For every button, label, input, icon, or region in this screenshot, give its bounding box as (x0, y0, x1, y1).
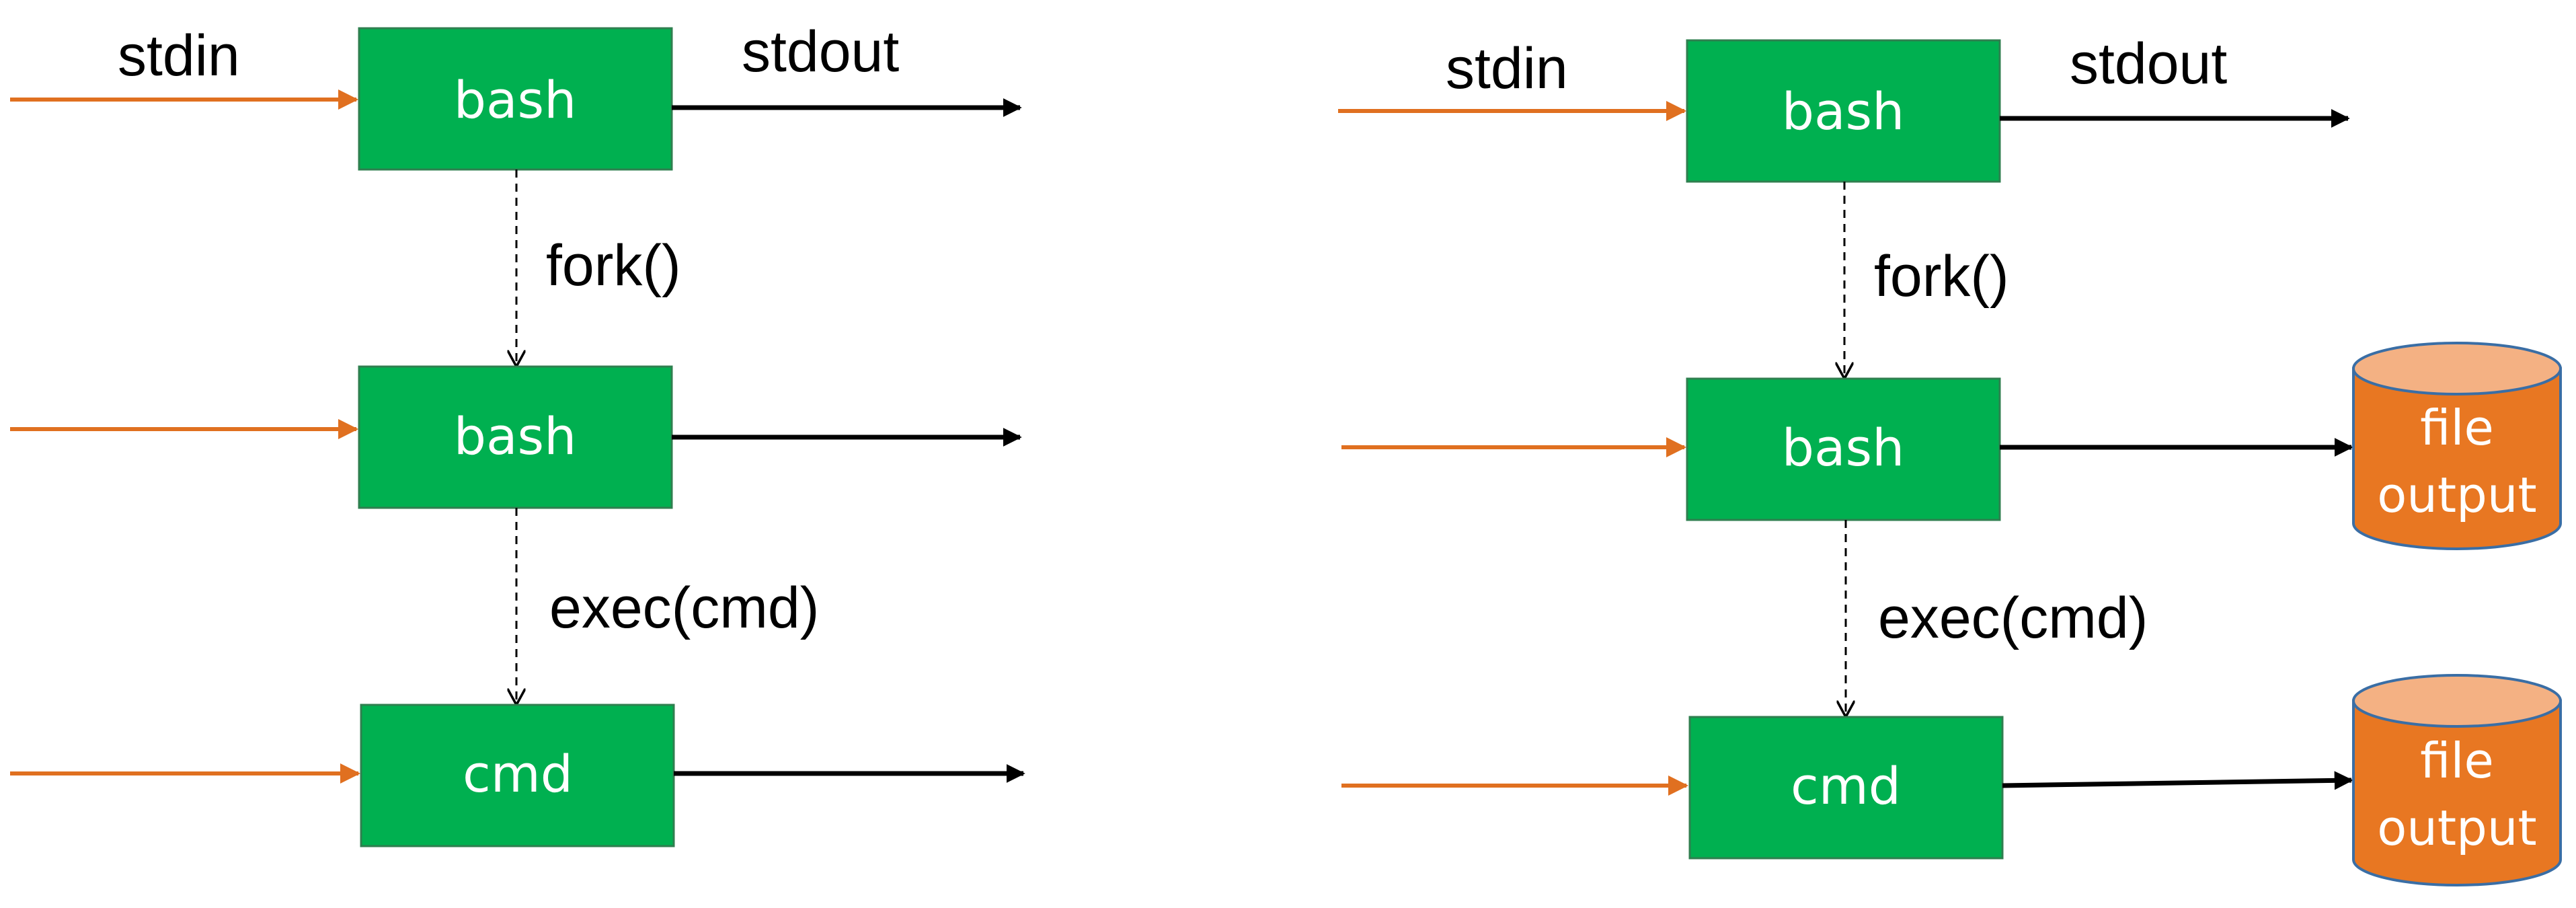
cmd-box-label: cmd (463, 744, 573, 804)
exec-label: exec(cmd) (549, 576, 819, 640)
file-output-arrow (2002, 771, 2353, 790)
bash-box (1686, 39, 2001, 183)
right-panel: stdin bash stdout fork() bash exec(cmd) … (1338, 32, 2562, 886)
bash-box-label: bash (454, 70, 577, 130)
file-output-cylinder: file output (2352, 674, 2562, 886)
file-output-label: file (2420, 400, 2494, 456)
bash-child-box-label: bash (1782, 418, 1905, 478)
bash-box-label: bash (1782, 81, 1905, 141)
stdout-label: stdout (2070, 32, 2227, 96)
cmd-box-label: cmd (1791, 756, 1901, 816)
cmd-box (1688, 716, 2004, 860)
file-output-label: output (2377, 467, 2536, 523)
bash-child-box-label: bash (454, 406, 577, 466)
exec-label: exec(cmd) (1878, 586, 2148, 650)
stdout-label: stdout (742, 20, 899, 84)
fork-label: fork() (1874, 244, 2009, 309)
cmd-box (360, 704, 675, 847)
stdin-label: stdin (1446, 36, 1568, 101)
left-panel: stdin bash stdout fork() bash exec(cmd) … (10, 20, 1025, 847)
stdin-label: stdin (118, 24, 240, 88)
bash-child-box (1686, 377, 2001, 521)
file-output-label: file (2420, 732, 2494, 789)
fork-label: fork() (546, 233, 681, 298)
file-output-label: output (2377, 800, 2536, 856)
file-output-cylinder: file output (2352, 342, 2562, 550)
